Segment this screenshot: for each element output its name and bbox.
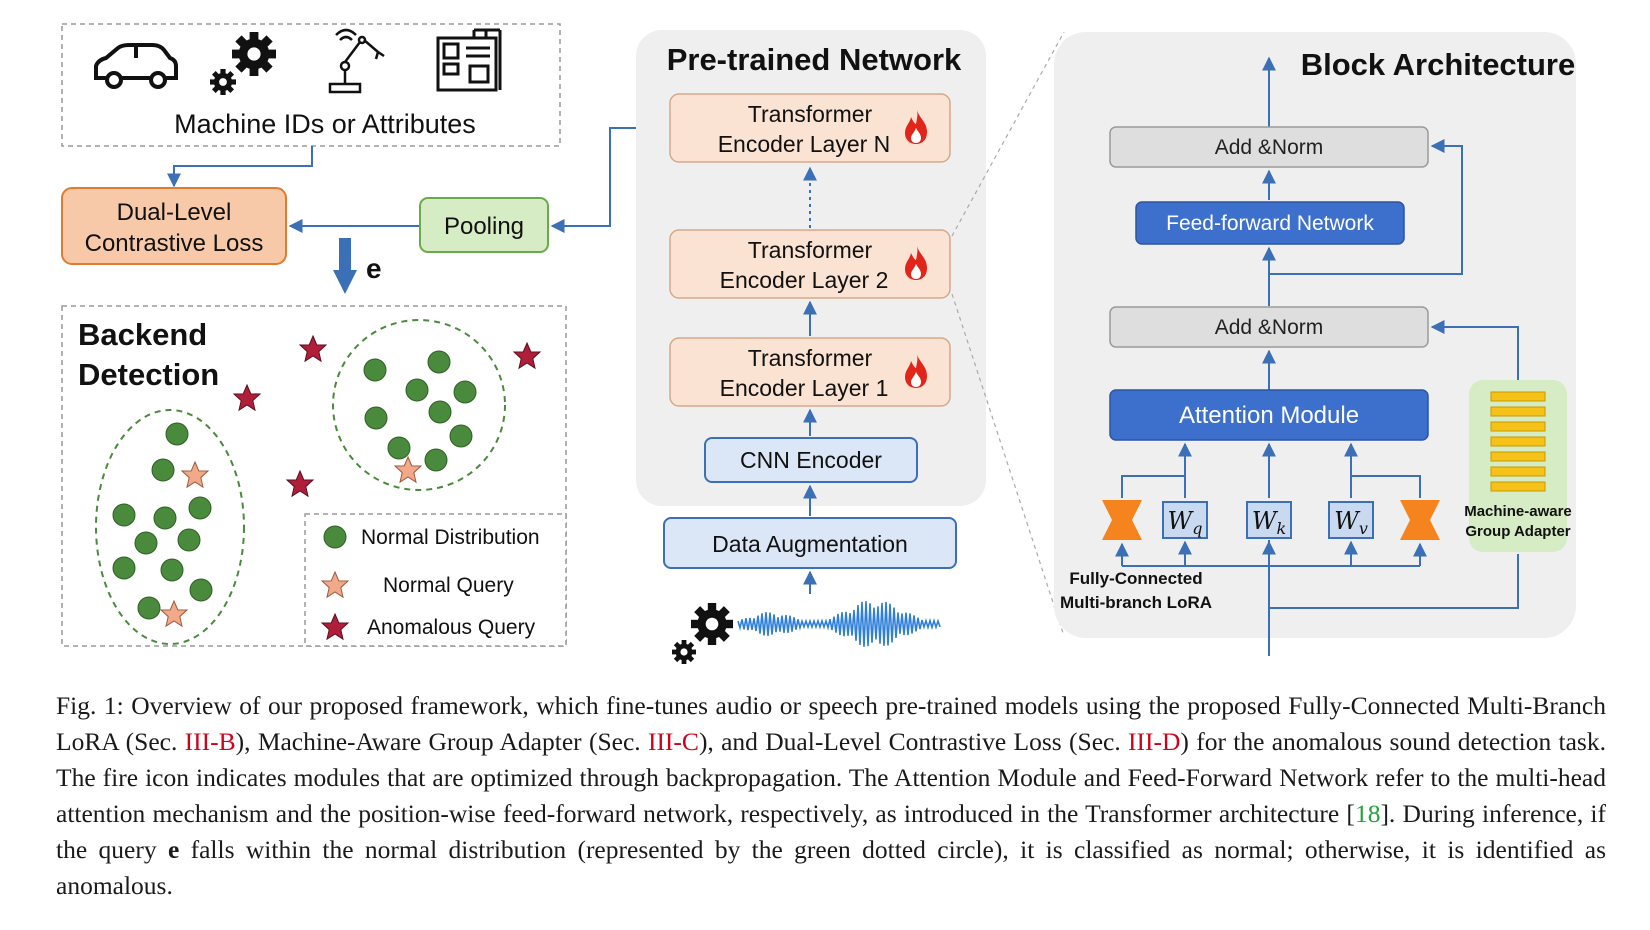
car-icon	[94, 43, 178, 89]
machine-ids-label: Machine IDs or Attributes	[174, 109, 476, 139]
embedding-arrow: e	[333, 238, 382, 294]
factory-machine-icon	[436, 28, 502, 92]
transformer-layer-2: Transformer Encoder Layer 2	[669, 229, 951, 299]
caption-ref-section[interactable]: III-B	[184, 727, 236, 756]
lora-label-line1: Fully-Connected	[1069, 569, 1202, 588]
svg-text:Wv: Wv	[1334, 507, 1368, 538]
caption-text: ), Machine-Aware Group Adapter (Sec.	[235, 727, 648, 756]
add-norm-top-label: Add &Norm	[1215, 136, 1324, 159]
data-augmentation-label: Data Augmentation	[712, 531, 908, 557]
wv-sub: v	[1359, 519, 1368, 538]
feed-forward-network-box: Feed-forward Network	[1135, 201, 1405, 245]
pooling-box: Pooling	[419, 197, 549, 253]
caption-text: Fig. 1: Overview of our proposed framewo…	[56, 691, 1606, 756]
backend-detection-panel: Backend Detection	[61, 305, 567, 647]
framework-figure: Machine IDs or Attributes Dual-Level Con…	[61, 23, 1576, 664]
cnn-encoder-label: CNN Encoder	[740, 447, 882, 473]
caption-text: ), and Dual-Level Contrastive Loss (Sec.	[698, 727, 1129, 756]
layer-1-line1: Transformer	[748, 345, 873, 371]
layer-1-line2: Encoder Layer 1	[720, 375, 889, 401]
ffn-label: Feed-forward Network	[1166, 212, 1374, 235]
add-norm-bottom: Add &Norm	[1109, 306, 1429, 348]
block-title: Block Architecture	[1301, 47, 1576, 82]
pooling-label: Pooling	[444, 213, 524, 240]
adapter-label-line1: Machine-aware	[1464, 503, 1572, 520]
lora-label-line2: Multi-branch LoRA	[1060, 593, 1212, 612]
normal-distribution-cluster	[95, 409, 245, 645]
legend-normal-distribution: Normal Distribution	[361, 526, 540, 549]
machine-ids-panel: Machine IDs or Attributes	[61, 23, 561, 147]
add-norm-bottom-label: Add &Norm	[1215, 316, 1324, 339]
audio-waveform-icon	[672, 601, 941, 664]
legend-anomalous-query: Anomalous Query	[367, 616, 536, 639]
wk-matrix: Wk	[1246, 501, 1292, 539]
dual-level-contrastive-loss-box: Dual-Level Contrastive Loss	[61, 187, 287, 265]
wv-matrix: Wv	[1328, 501, 1374, 539]
layer-2-line2: Encoder Layer 2	[720, 267, 889, 293]
embedding-symbol: e	[366, 253, 382, 284]
transformer-layer-1: Transformer Encoder Layer 1	[669, 337, 951, 407]
caption-text: ]. During inference, if the query	[56, 799, 1606, 864]
layer-n-line2: Encoder Layer N	[718, 131, 891, 157]
caption-ref-section[interactable]: III-C	[647, 727, 699, 756]
backend-title-line2: Detection	[78, 357, 219, 392]
backend-title-line1: Backend	[78, 317, 207, 352]
wk-sub: k	[1276, 519, 1286, 538]
legend: Normal Distribution Normal Query Anomalo…	[304, 513, 567, 647]
layer-n-line1: Transformer	[748, 101, 873, 127]
wq-matrix: Wq	[1162, 501, 1208, 539]
caption-symbol: e	[167, 835, 180, 864]
attention-module-box: Attention Module	[1109, 389, 1429, 441]
wk-main: W	[1252, 507, 1279, 535]
wq-main: W	[1168, 507, 1195, 535]
wq-sub: q	[1192, 519, 1202, 538]
add-norm-top: Add &Norm	[1109, 126, 1429, 168]
pretrained-title: Pre-trained Network	[667, 42, 962, 77]
data-augmentation-box: Data Augmentation	[663, 517, 957, 569]
loss-label-line1: Dual-Level	[117, 199, 232, 226]
caption-ref-section[interactable]: III-D	[1128, 727, 1181, 756]
loss-label-line2: Contrastive Loss	[85, 230, 264, 257]
machine-aware-group-adapter: Machine-aware Group Adapter	[1464, 380, 1572, 552]
lora-left-icon	[1102, 500, 1142, 540]
attention-label: Attention Module	[1179, 402, 1359, 429]
lora-right-icon	[1400, 500, 1440, 540]
wv-main: W	[1334, 507, 1361, 535]
normal-distribution-cluster	[332, 319, 506, 491]
legend-normal-query: Normal Query	[383, 574, 514, 597]
adapter-label-line2: Group Adapter	[1465, 523, 1570, 540]
block-architecture-panel: Block Architecture Add &Norm Feed-forwar…	[1054, 32, 1576, 656]
cnn-encoder-box: CNN Encoder	[704, 437, 918, 483]
robot-arm-icon	[328, 28, 385, 94]
layer-2-line1: Transformer	[748, 237, 873, 263]
caption-text: falls within the normal distribution (re…	[56, 835, 1606, 900]
svg-text:Wk: Wk	[1252, 507, 1286, 538]
figure-caption: Fig. 1: Overview of our proposed framewo…	[56, 688, 1606, 904]
gear-icon	[210, 32, 276, 95]
pretrained-network-panel: Pre-trained Network Transformer Encoder …	[636, 30, 986, 506]
caption-ref-citation[interactable]: 18	[1354, 799, 1381, 828]
svg-text:Wq: Wq	[1168, 507, 1203, 538]
normal-points	[112, 350, 477, 620]
caption-text: ) for the anomalous sound detection task…	[56, 727, 1606, 828]
transformer-layer-n: Transformer Encoder Layer N	[669, 93, 951, 163]
